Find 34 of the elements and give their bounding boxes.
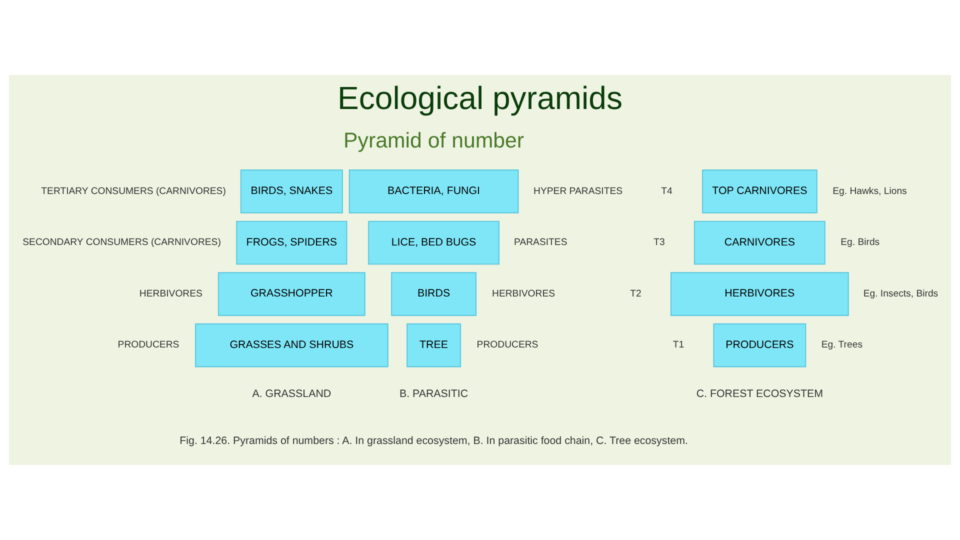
node-label: T1 (672, 340, 684, 351)
node-box: LICE, BED BUGS (368, 220, 500, 265)
node-label: PRODUCERS (476, 340, 538, 351)
node-label: SECONDARY CONSUMERS (CARNIVORES) (22, 237, 221, 248)
label: B. PARASITIC (399, 388, 468, 400)
node-box: BIRDS (391, 272, 477, 316)
node-box: TREE (406, 323, 462, 368)
diagram-title: Ecological pyramids (338, 80, 622, 116)
node-label: Eg. Trees (821, 340, 863, 351)
node-label: T2 (630, 288, 642, 300)
node-box: HERBIVORES (670, 272, 849, 316)
label: C. FOREST ECOSYSTEM (696, 388, 824, 400)
label: Fig. 14.26. Pyramids of numbers : A. In grassland ecosystem, B. In parasitic food chain, C. Tree ecosystem. (180, 435, 688, 448)
node-box: BIRDS, SNAKES (240, 170, 343, 214)
node-label: Eg. Insects, Birds (863, 288, 938, 300)
node-box: TOP CARNIVORES (702, 170, 818, 214)
node-box: CARNIVORES (694, 220, 826, 265)
node-label: TERTIARY CONSUMERS (CARNIVORES) (41, 186, 226, 197)
node-label: T3 (654, 237, 665, 248)
node-label: HERBIVORES (139, 288, 202, 300)
node-label: T4 (661, 186, 672, 197)
node-box: GRASSES AND SHRUBS (194, 323, 388, 368)
node-box: GRASSHOPPER (218, 272, 366, 316)
label: A. GRASSLAND (252, 388, 332, 400)
node-box: PRODUCERS (713, 323, 806, 368)
node-label: HYPER PARASITES (534, 186, 623, 197)
node-label: HERBIVORES (492, 288, 556, 300)
node-label: PARASITES (514, 237, 568, 248)
label: Pyramid of number (344, 128, 524, 153)
node-box: FROGS, SPIDERS (236, 220, 348, 265)
node-label: PRODUCERS (118, 340, 180, 351)
node-label: Eg. Birds (840, 237, 880, 248)
node-box: BACTERIA, FUNGI (348, 170, 519, 214)
node-label: Eg. Hawks, Lions (832, 186, 907, 197)
